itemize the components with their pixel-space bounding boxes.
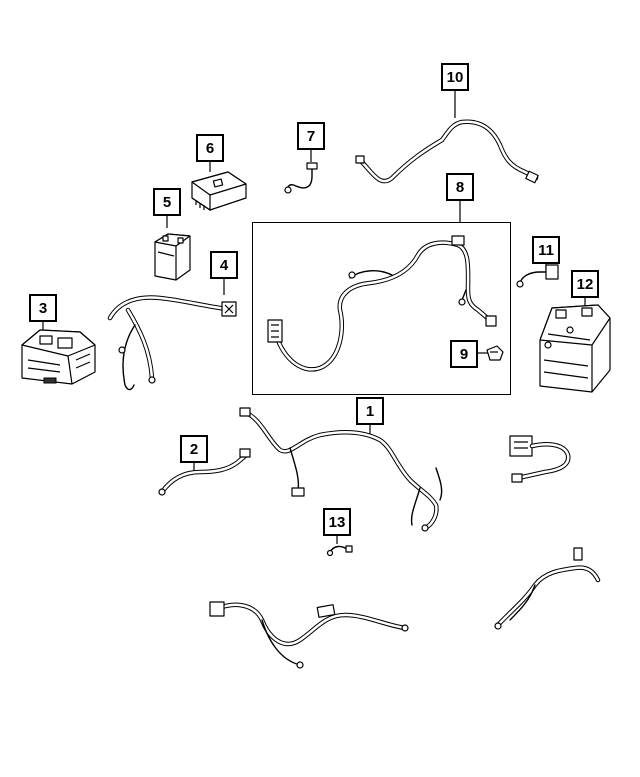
callout-1: 1 [356, 397, 384, 425]
part-5-battery [154, 233, 191, 281]
part-3-fuse-box [21, 329, 96, 385]
part-7-lead [284, 162, 318, 194]
callout-8: 8 [446, 173, 474, 201]
part-12-battery [539, 304, 611, 393]
callout-12: 12 [571, 270, 599, 298]
callout-5: 5 [153, 188, 181, 216]
harness-right-upper [509, 435, 571, 483]
group-box-part-8 [252, 222, 511, 395]
part-6-cover [191, 171, 247, 212]
part-13-lead [326, 545, 353, 557]
part-8-harness [267, 235, 497, 372]
callout-7: 7 [297, 122, 325, 150]
callout-9: 9 [450, 340, 478, 368]
part-4-cable [107, 295, 237, 391]
callout-11: 11 [532, 236, 560, 264]
callout-3: 3 [29, 294, 57, 322]
part-9-connector [486, 345, 504, 361]
part-1-harness [239, 407, 443, 532]
part-2-cable [158, 448, 251, 496]
callout-6: 6 [196, 134, 224, 162]
callout-10: 10 [441, 63, 469, 91]
callout-2: 2 [180, 435, 208, 463]
part-11-cable [516, 264, 559, 288]
harness-lower-right [494, 547, 601, 630]
harness-lower-left [209, 601, 409, 669]
callout-4: 4 [210, 251, 238, 279]
callout-13: 13 [323, 508, 351, 536]
part-10-cable [355, 119, 539, 184]
